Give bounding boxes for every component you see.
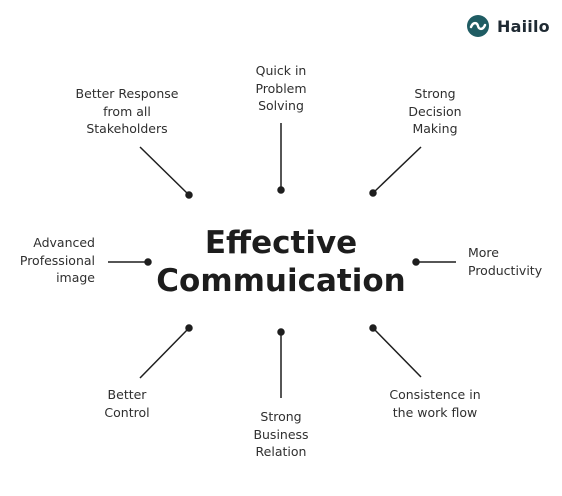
brand-logo: Haiilo xyxy=(466,14,550,38)
node-right-line: More xyxy=(468,245,499,260)
connector-top-right-dot xyxy=(369,189,377,197)
haiilo-logo-icon xyxy=(467,15,489,37)
connector-top-left xyxy=(139,146,190,196)
connector-bottom-dot xyxy=(277,328,285,336)
node-top-line: Problem xyxy=(255,80,307,96)
node-bottom-right-line: Consistence in xyxy=(389,387,481,402)
node-top-right: Strong Decision Making xyxy=(390,85,480,138)
brand-name: Haiilo xyxy=(497,16,550,36)
node-top-line: Quick in xyxy=(255,63,307,78)
center-title: Effective Commuication xyxy=(140,224,422,300)
node-left-line: Professional xyxy=(19,252,95,268)
connector-bottom-right-dot xyxy=(369,324,377,332)
node-bottom-right-line: the work flow xyxy=(392,404,478,420)
node-top-left-line: from all xyxy=(103,103,151,119)
connector-right-dot xyxy=(412,258,420,266)
connector-top-right xyxy=(372,146,422,194)
node-top-right-line: Strong xyxy=(414,86,456,101)
node-bottom: Strong Business Relation xyxy=(236,408,326,461)
connector-bottom-left-dot xyxy=(185,324,193,332)
node-top-left-line: Better Response xyxy=(75,86,179,101)
node-top-left: Better Response from all Stakeholders xyxy=(62,85,192,138)
connector-bottom-left xyxy=(139,327,190,379)
center-title-line1: Effective xyxy=(204,225,358,261)
node-left-line: Advanced xyxy=(33,235,95,250)
node-right: More Productivity xyxy=(468,244,560,279)
node-top-left-line: Stakeholders xyxy=(86,121,168,136)
node-top: Quick in Problem Solving xyxy=(236,62,326,115)
node-bottom-left: Better Control xyxy=(87,386,167,421)
node-right-line: Productivity xyxy=(468,262,543,278)
node-top-line: Solving xyxy=(258,98,304,113)
node-left-line: image xyxy=(56,270,95,285)
connector-left-dot xyxy=(144,258,152,266)
node-top-right-line: Decision xyxy=(408,103,462,119)
node-bottom-left-line: Control xyxy=(104,404,150,420)
connector-top-dot xyxy=(277,186,285,194)
node-bottom-left-line: Better xyxy=(107,387,147,402)
node-left: Advanced Professional image xyxy=(0,234,95,287)
node-bottom-line: Relation xyxy=(255,444,307,459)
connector-top-left-dot xyxy=(185,191,193,199)
connector-bottom-right xyxy=(372,327,422,378)
node-bottom-line: Business xyxy=(253,426,309,442)
center-title-line2: Commuication xyxy=(156,263,406,299)
node-bottom-right: Consistence in the work flow xyxy=(370,386,500,421)
node-bottom-line: Strong xyxy=(260,409,302,424)
node-top-right-line: Making xyxy=(412,121,458,136)
